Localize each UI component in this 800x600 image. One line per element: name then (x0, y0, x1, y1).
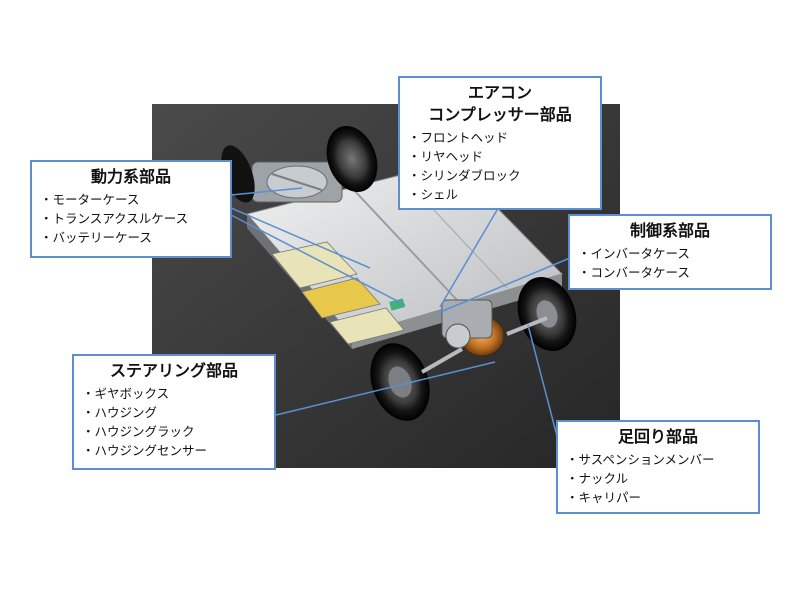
callout-power-system: 動力系部品 モーターケース トランスアクスルケース バッテリーケース (30, 160, 232, 258)
callout-aircon-title-line2: コンプレッサー部品 (428, 105, 572, 124)
callout-suspension-title: 足回り部品 (617, 427, 698, 446)
list-item: フロントヘッド (408, 128, 592, 147)
list-item: シリンダブロック (408, 166, 592, 185)
list-item: ギヤボックス (82, 384, 266, 403)
callout-aircon-title-line1: エアコン (467, 83, 532, 102)
list-item: リヤヘッド (408, 147, 592, 166)
callout-aircon-list: フロントヘッド リヤヘッド シリンダブロック シェル (408, 128, 592, 204)
list-item: サスペンションメンバー (566, 450, 750, 469)
callout-aircon-title: エアコン コンプレッサー部品 (408, 82, 592, 126)
callout-control-list: インバータケース コンバータケース (578, 244, 762, 282)
list-item: インバータケース (578, 244, 762, 263)
callout-control-system: 制御系部品 インバータケース コンバータケース (568, 214, 772, 290)
callout-steering: ステアリング部品 ギヤボックス ハウジング ハウジングラック ハウジングセンサー (72, 354, 276, 470)
callout-steering-list: ギヤボックス ハウジング ハウジングラック ハウジングセンサー (82, 384, 266, 460)
list-item: ハウジングセンサー (82, 441, 266, 460)
callout-aircon-compressor: エアコン コンプレッサー部品 フロントヘッド リヤヘッド シリンダブロック シェ… (398, 76, 602, 210)
callout-power-title: 動力系部品 (90, 167, 171, 186)
list-item: ハウジングラック (82, 422, 266, 441)
callout-suspension: 足回り部品 サスペンションメンバー ナックル キャリパー (556, 420, 760, 514)
list-item: キャリパー (566, 488, 750, 507)
callout-power-list: モーターケース トランスアクスルケース バッテリーケース (40, 190, 222, 247)
list-item: ハウジング (82, 403, 266, 422)
callout-control-title: 制御系部品 (629, 221, 710, 240)
list-item: モーターケース (40, 190, 222, 209)
list-item: コンバータケース (578, 263, 762, 282)
list-item: トランスアクスルケース (40, 209, 222, 228)
list-item: ナックル (566, 469, 750, 488)
callout-suspension-list: サスペンションメンバー ナックル キャリパー (566, 450, 750, 507)
list-item: バッテリーケース (40, 228, 222, 247)
callout-steering-title: ステアリング部品 (109, 361, 238, 380)
list-item: シェル (408, 185, 592, 204)
